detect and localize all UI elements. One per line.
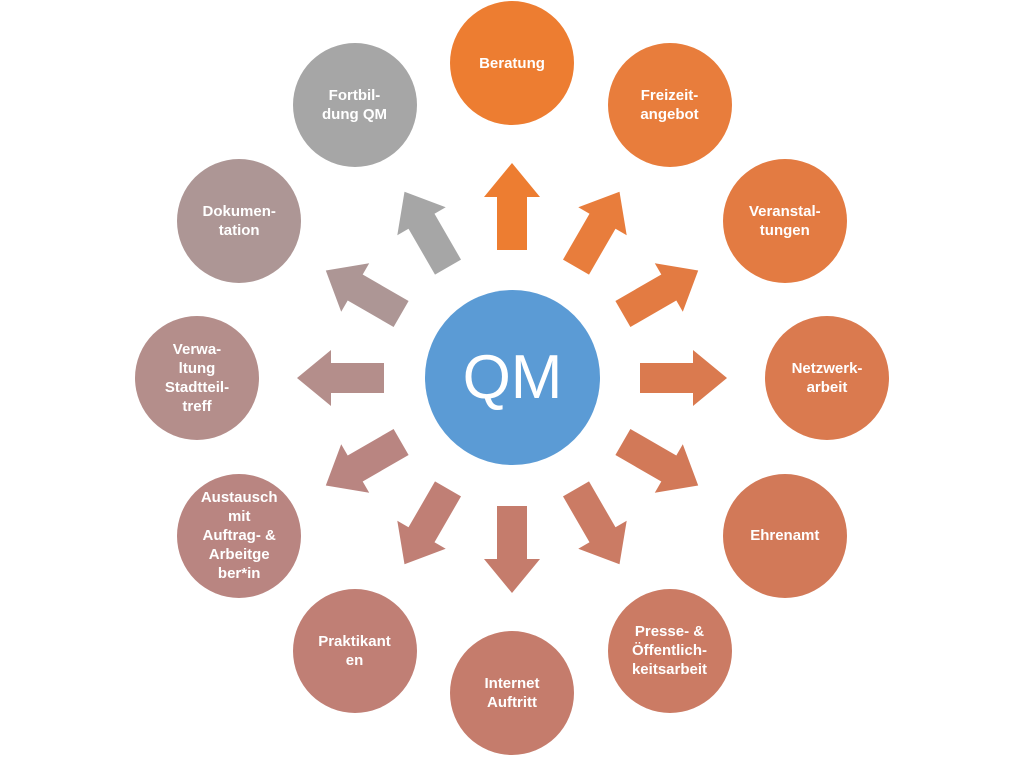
node-dokumentation: Dokumen- tation <box>177 158 302 283</box>
node-label-austausch: Austausch mit Auftrag- & Arbeitge ber*in <box>200 489 278 582</box>
center-label: QM <box>462 343 563 412</box>
node-veranstaltungen: Veranstal- tungen <box>722 158 847 283</box>
arrow-to-veranstaltungen <box>615 263 699 327</box>
node-presse: Presse- & Öffentlich- keitsarbeit <box>607 588 732 713</box>
node-label-verwaltung: Verwa- ltung Stadtteil- treff <box>164 341 230 415</box>
node-label-fortbildung: Fortbil- dung QM <box>322 87 387 124</box>
arrow-to-praktikanten <box>397 481 461 565</box>
arrow-to-netzwerkarbeit <box>640 350 727 406</box>
node-beratung: Beratung <box>450 1 574 125</box>
node-verwaltung: Verwa- ltung Stadtteil- treff <box>135 316 259 440</box>
arrow-to-verwaltung <box>297 350 384 406</box>
node-label-praktikanten: Praktikant en <box>318 632 391 669</box>
node-label-presse: Presse- & Öffentlich- keitsarbeit <box>631 623 708 679</box>
node-fortbildung: Fortbil- dung QM <box>292 43 417 168</box>
node-praktikanten: Praktikant en <box>292 588 417 713</box>
node-label-beratung: Beratung <box>479 54 545 72</box>
arrow-to-ehrenamt <box>615 429 699 493</box>
arrow-to-internet <box>484 506 540 593</box>
center-circle-qm: QM <box>425 290 600 465</box>
node-label-netzwerkarbeit: Netzwerk- arbeit <box>791 360 863 396</box>
node-internet: Internet Auftritt <box>450 631 574 755</box>
node-netzwerkarbeit: Netzwerk- arbeit <box>765 316 889 440</box>
arrow-to-freizeitangebot <box>563 191 627 275</box>
node-label-freizeitangebot: Freizeit- angebot <box>640 87 699 124</box>
node-label-ehrenamt: Ehrenamt <box>750 527 820 544</box>
node-label-veranstaltungen: Veranstal- tungen <box>748 202 821 239</box>
arrow-to-austausch <box>325 429 409 493</box>
node-freizeitangebot: Freizeit- angebot <box>607 43 732 168</box>
node-austausch: Austausch mit Auftrag- & Arbeitge ber*in <box>177 473 302 598</box>
node-ehrenamt: Ehrenamt <box>722 473 847 598</box>
arrow-to-beratung <box>484 163 540 250</box>
arrow-to-dokumentation <box>325 263 409 327</box>
node-label-internet: Internet Auftritt <box>484 675 540 711</box>
arrow-to-presse <box>563 481 627 565</box>
arrow-to-fortbildung <box>397 191 461 275</box>
node-label-dokumentation: Dokumen- tation <box>202 202 276 239</box>
